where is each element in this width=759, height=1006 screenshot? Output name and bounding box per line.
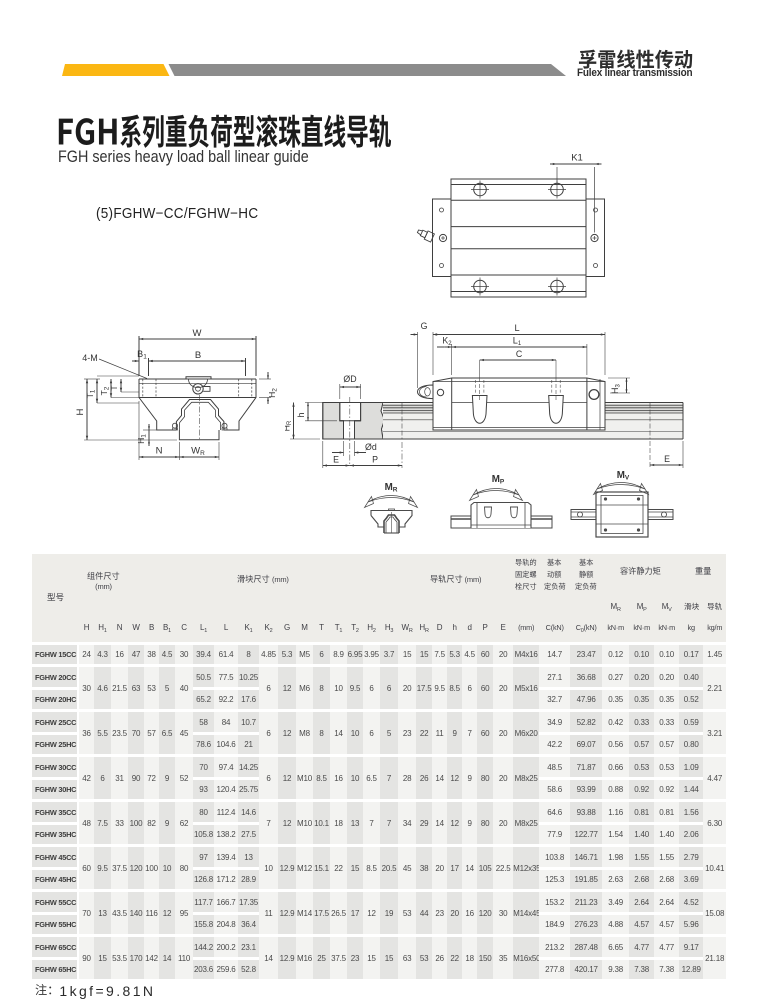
svg-text:T: T: [109, 385, 119, 390]
svg-text:K2: K2: [442, 336, 452, 348]
svg-text:H1: H1: [136, 434, 148, 444]
svg-text:H: H: [75, 408, 86, 415]
svg-text:h: h: [296, 412, 306, 417]
svg-text:4-M: 4-M: [82, 353, 98, 363]
svg-text:T2: T2: [99, 386, 111, 395]
svg-text:WR: WR: [191, 446, 205, 458]
svg-text:H3: H3: [610, 383, 622, 393]
svg-text:E: E: [333, 455, 339, 465]
svg-text:L: L: [514, 323, 519, 333]
svg-text:HR: HR: [285, 420, 293, 431]
svg-text:N: N: [156, 446, 163, 457]
svg-text:Ød: Ød: [365, 442, 377, 452]
svg-text:E: E: [664, 454, 670, 464]
svg-text:B: B: [195, 350, 201, 361]
svg-text:H2: H2: [267, 388, 279, 398]
svg-text:C: C: [516, 349, 523, 359]
svg-text:P: P: [372, 455, 378, 465]
svg-text:MP: MP: [492, 474, 505, 486]
svg-text:MR: MR: [385, 482, 398, 494]
svg-text:T1: T1: [85, 389, 97, 398]
svg-text:K1: K1: [571, 153, 583, 164]
svg-text:L1: L1: [513, 336, 522, 348]
svg-text:G: G: [421, 321, 428, 331]
svg-text:B1: B1: [137, 349, 147, 361]
svg-text:MV: MV: [617, 470, 630, 482]
svg-text:W: W: [193, 328, 202, 339]
svg-text:ØD: ØD: [343, 374, 356, 384]
